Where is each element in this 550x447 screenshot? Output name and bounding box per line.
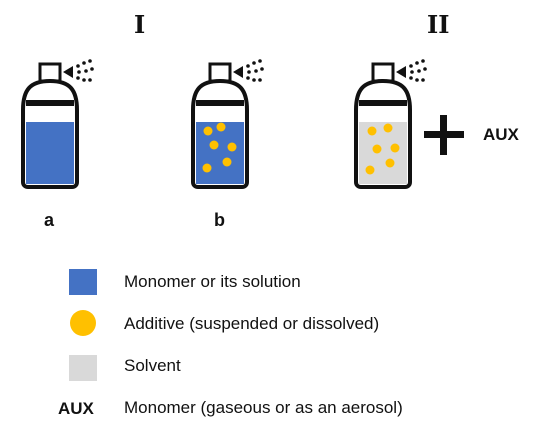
plus-icon <box>424 115 464 155</box>
nozzle-icon <box>233 66 243 78</box>
monomer-fill <box>26 122 74 184</box>
nozzle-icon <box>396 66 406 78</box>
legend-text-monomer: Monomer or its solution <box>124 272 301 291</box>
spray-can-b <box>191 59 264 189</box>
legend-dot-additive <box>70 310 96 336</box>
legend-swatch-solvent <box>69 355 97 381</box>
can-label-a: a <box>44 210 55 230</box>
legend-text-aux: Monomer (gaseous or as an aerosol) <box>124 398 403 417</box>
spray-can-II <box>354 59 427 189</box>
solvent-fill <box>359 122 407 184</box>
legend-text-solvent: Solvent <box>124 356 181 375</box>
section-heading-I: I <box>134 10 146 39</box>
legend-key-aux: AUX <box>58 399 94 418</box>
legend-swatch-monomer <box>69 269 97 295</box>
spray-can-a <box>21 59 94 189</box>
legend-text-additive: Additive (suspended or dissolved) <box>124 314 380 333</box>
nozzle-icon <box>63 66 73 78</box>
can-label-b: b <box>214 210 225 230</box>
section-heading-II: II <box>427 10 450 39</box>
aux-label: AUX <box>483 125 519 144</box>
